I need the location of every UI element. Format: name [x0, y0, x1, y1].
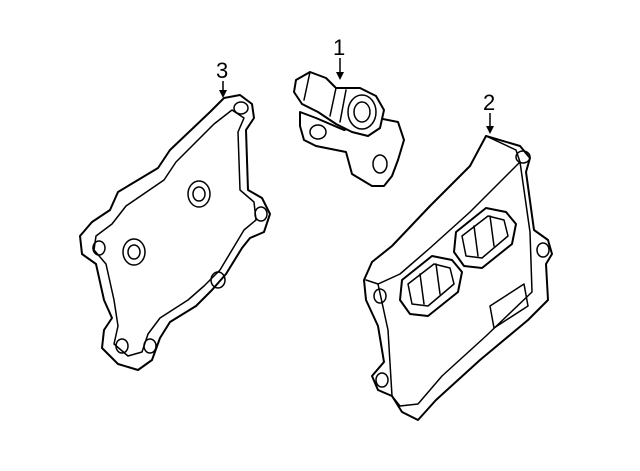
part-3-cover-plate[interactable] — [79, 94, 271, 371]
callout-3: 3 — [216, 58, 228, 98]
callout-label-1: 1 — [333, 35, 345, 60]
part-2-control-module[interactable] — [363, 135, 553, 421]
arrowhead-3 — [219, 90, 227, 98]
callout-2: 2 — [483, 90, 495, 134]
arrowhead-2 — [486, 126, 494, 134]
part-1-sensor[interactable] — [293, 71, 405, 187]
callout-label-2: 2 — [483, 90, 495, 115]
callout-1: 1 — [333, 35, 345, 80]
arrowhead-1 — [336, 72, 344, 80]
callout-label-3: 3 — [216, 58, 228, 83]
